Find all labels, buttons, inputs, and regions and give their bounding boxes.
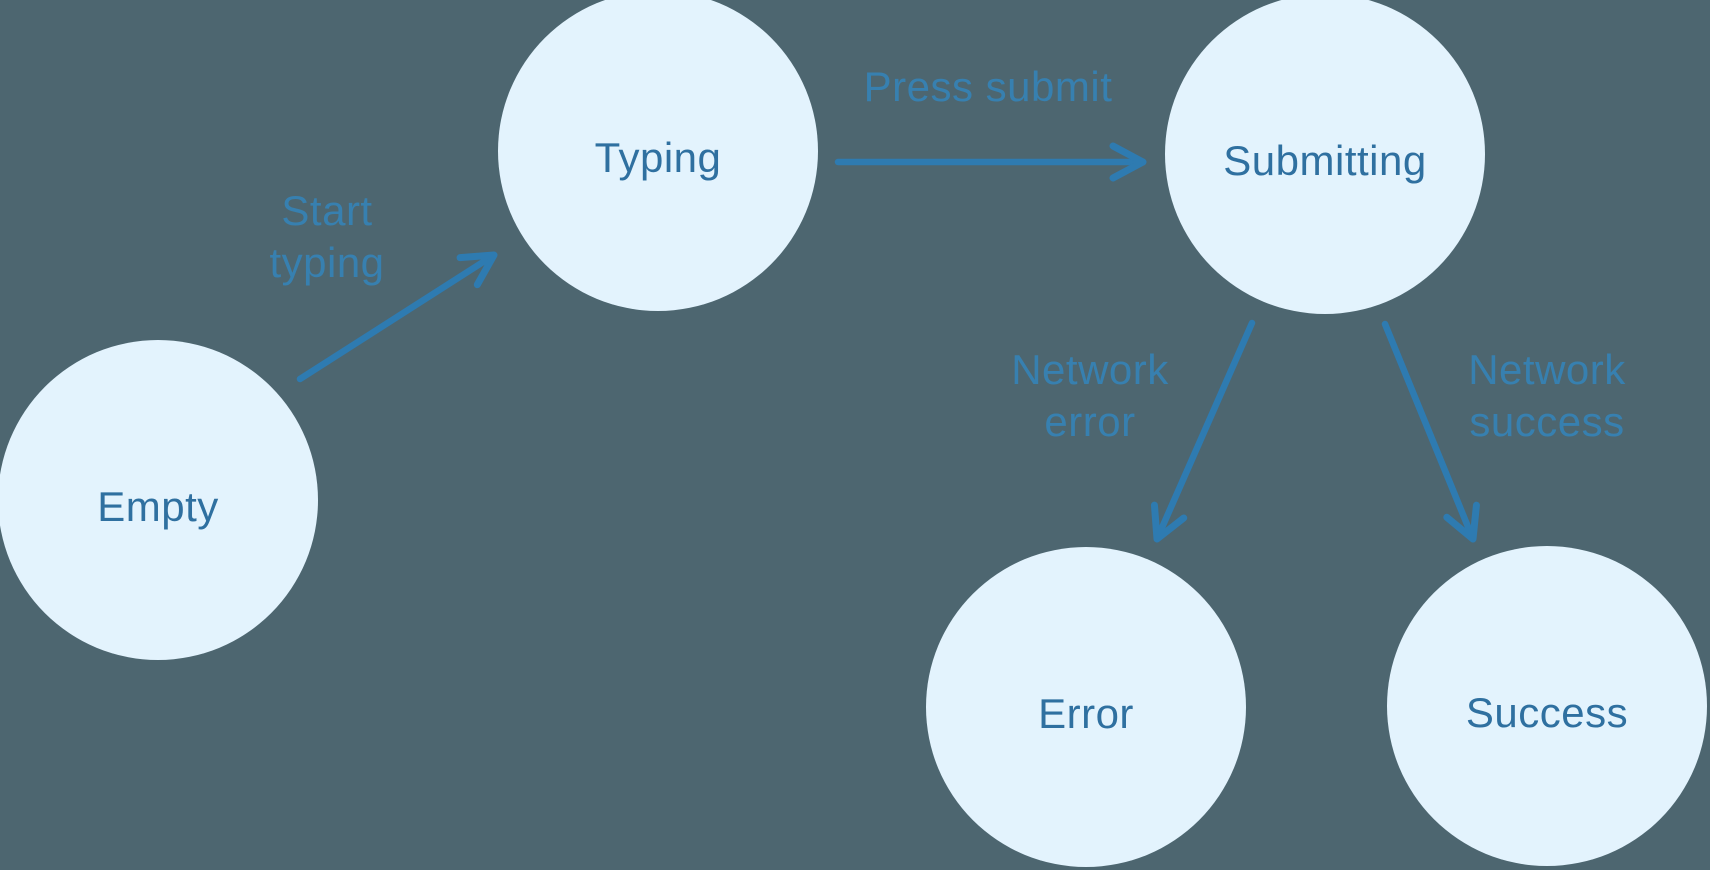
state-node-empty: Empty xyxy=(0,340,318,660)
transition-label-start-typing: Start typing xyxy=(269,185,384,289)
transition-label-line: success xyxy=(1469,398,1625,445)
transition-arrow-network-error xyxy=(1150,319,1256,543)
transition-label-press-submit: Press submit xyxy=(864,61,1113,113)
transition-arrow-network-success xyxy=(1381,320,1480,543)
transition-label-line: Network xyxy=(1011,346,1169,393)
state-node-error: Error xyxy=(926,547,1246,867)
state-label-typing: Typing xyxy=(594,134,722,181)
transition-label-line: error xyxy=(1044,398,1136,445)
transition-label-line: typing xyxy=(269,239,385,286)
state-label-error: Error xyxy=(1038,690,1134,737)
state-node-success: Success xyxy=(1387,546,1707,866)
transition-arrow-start-typing xyxy=(296,251,498,383)
state-node-submitting: Submitting xyxy=(1165,0,1485,314)
transition-label-network-error: Network error xyxy=(1011,344,1169,448)
state-label-submitting: Submitting xyxy=(1223,137,1427,184)
transition-label-line: Press submit xyxy=(863,63,1113,110)
transition-label-line: Network xyxy=(1468,346,1626,393)
state-label-empty: Empty xyxy=(97,483,219,530)
state-node-typing: Typing xyxy=(498,0,818,311)
state-label-success: Success xyxy=(1465,689,1629,736)
transition-label-network-success: Network success xyxy=(1468,344,1626,448)
transition-label-line: Start xyxy=(281,187,373,234)
